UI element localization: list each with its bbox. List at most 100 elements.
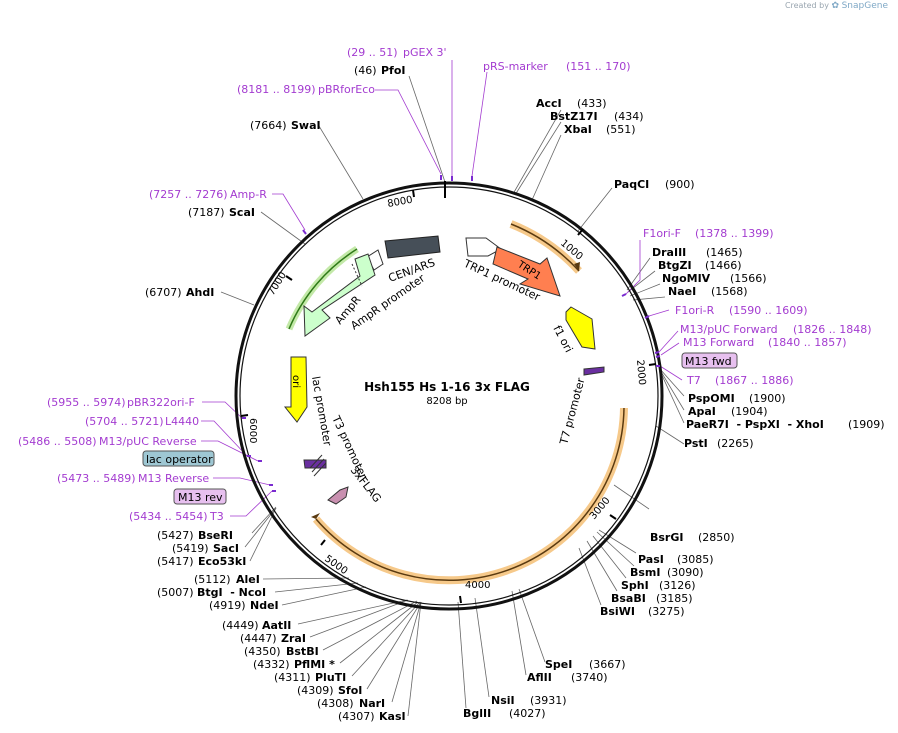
enzyme-pos: (5427) [157,529,194,542]
snapgene-logo-icon: ✿ [831,1,840,11]
enzyme-pos: (2265) [717,437,754,450]
feature-arc-insert-line [315,407,625,582]
ampr-feature [303,253,376,337]
enzyme-pos: (7187) [188,206,225,219]
enzyme-pos: (46) [354,64,377,77]
tick-5000: 5000 [322,553,349,577]
primer-m13rev-range: (5473 .. 5489) [57,472,136,485]
enzyme-name: ScaI [229,206,255,219]
primer-t3-range: (5434 .. 5454) [129,510,208,523]
enzyme-pos: (7664) [250,119,287,132]
m13-rev-label: M13 rev [178,491,223,504]
created-by-text: Created by [784,1,829,10]
enzyme-pos: (3085) [677,553,714,566]
enzyme-pos: (3275) [648,605,685,618]
enzyme-pos: (3090) [667,566,704,579]
primer-t3-name: T3 [209,510,224,523]
enzyme-name: BsiWI [600,605,635,618]
primer-m13puc-name: M13/pUC Forward [680,323,778,336]
enzyme-pos: (433) [577,97,607,110]
primer-pbr-name: pBRforEco [318,83,375,96]
primer-f1f-name: F1ori-F [643,227,681,240]
primer-labels: (29 .. 51) pGEX 3' pRS-marker (151 .. 17… [18,46,872,523]
lac-operator-box [142,450,215,467]
enzyme-pos: (4350) [244,645,281,658]
enzyme-name: AleI [236,573,260,586]
enzyme-name: SacI [213,542,239,555]
m13-fwd-label: M13 fwd [685,355,732,368]
enzyme-pos: (3931) [530,694,567,707]
primer-m13puc-range: (1826 .. 1848) [793,323,872,336]
enzyme-name: NdeI [250,599,279,612]
enzyme-pos: (5417) [157,555,194,568]
enzyme-name: KasI [379,710,406,723]
enzyme-pos: (1466) [705,259,742,272]
lac-feature [303,459,327,469]
enzyme-name: NaeI [668,285,696,298]
feature-arc-trp1-line [510,223,580,272]
cen-ars-feature [384,235,441,259]
enzyme-pos: (4919) [209,599,246,612]
enzyme-pos: (434) [614,110,644,123]
primer-l4440-range: (5704 .. 5721) [85,415,164,428]
backbone-outer [234,181,664,611]
enzyme-pos: (3740) [571,671,608,684]
enzyme-name: BtgI - NcoI [197,586,266,599]
enzyme-pos: (1904) [731,405,768,418]
enzyme-pos: (3126) [659,579,696,592]
primer-pgex-range: (29 .. 51) [347,46,398,59]
enzyme-name: NsiI [491,694,515,707]
primer-pbr-range: (8181 .. 8199) [237,83,316,96]
primer-m13pucrev-range: (5486 .. 5508) [18,435,97,448]
enzyme-name: PaqCI [614,178,649,191]
t7-promoter-feature [583,366,605,376]
primer-m13f-name: M13 Forward [683,336,754,349]
enzyme-name: BstZ17I [550,110,598,123]
enzyme-name: AatII [262,619,291,632]
enzyme-pos: (4449) [222,619,259,632]
primer-f1r-range: (1590 .. 1609) [729,304,808,317]
enzyme-name: SphI [621,579,649,592]
trp1-feature [492,246,561,297]
enzyme-pos: (4307) [338,710,375,723]
primer-m13f-range: (1840 .. 1857) [768,336,847,349]
primer-pbr322-name: pBR322ori-F [127,396,195,409]
enzyme-name: PluTI [315,671,346,684]
enzyme-pos: (5112) [194,573,231,586]
enzyme-name: Eco53kI [198,555,246,568]
enzyme-pos: (4311) [274,671,311,684]
feature-arc-insert-region [312,407,628,585]
enzyme-name: XbaI [564,123,592,136]
flag-feature [327,486,349,505]
snapgene-logo-text: SnapGene [841,1,888,11]
enzyme-name: AhdI [186,286,214,299]
primer-site-ticks [242,175,661,492]
boxed-labels: M13 fwd lac operator M13 rev [142,352,738,505]
enzyme-name: BstBI [286,645,319,658]
enzyme-name: PflMI * [294,658,335,671]
primer-prs-range: (151 .. 170) [566,60,631,73]
enzyme-labels: (46) PfoI AccI (433) BstZ17I (434) XbaI … [145,64,885,723]
enzyme-name: NgoMIV [662,272,711,285]
enzyme-name: SpeI [545,658,572,671]
primer-ampr-name: Amp-R [230,188,267,201]
plasmid-length: 8208 bp [426,396,467,407]
enzyme-name: ApaI [688,405,716,418]
enzyme-name: SfoI [338,684,362,697]
enzyme-pos: (4027) [509,707,546,720]
ori-label: ori [290,375,301,388]
enzyme-name: BseRI [198,529,233,542]
enzyme-pos: (551) [606,123,636,136]
primer-t7-name: T7 [686,374,701,387]
leader-lines [220,75,685,717]
ruler-tick-marks [240,189,657,604]
enzyme-name: ZraI [281,632,306,645]
primer-t7-range: (1867 .. 1886) [715,374,794,387]
enzyme-name: BtgZI [658,259,692,272]
ori-feature [283,356,308,423]
m13-rev-box [173,488,227,505]
enzyme-pos: (5419) [172,542,209,555]
enzyme-name: NarI [359,697,385,710]
primer-prs-name: pRS-marker [483,60,548,73]
